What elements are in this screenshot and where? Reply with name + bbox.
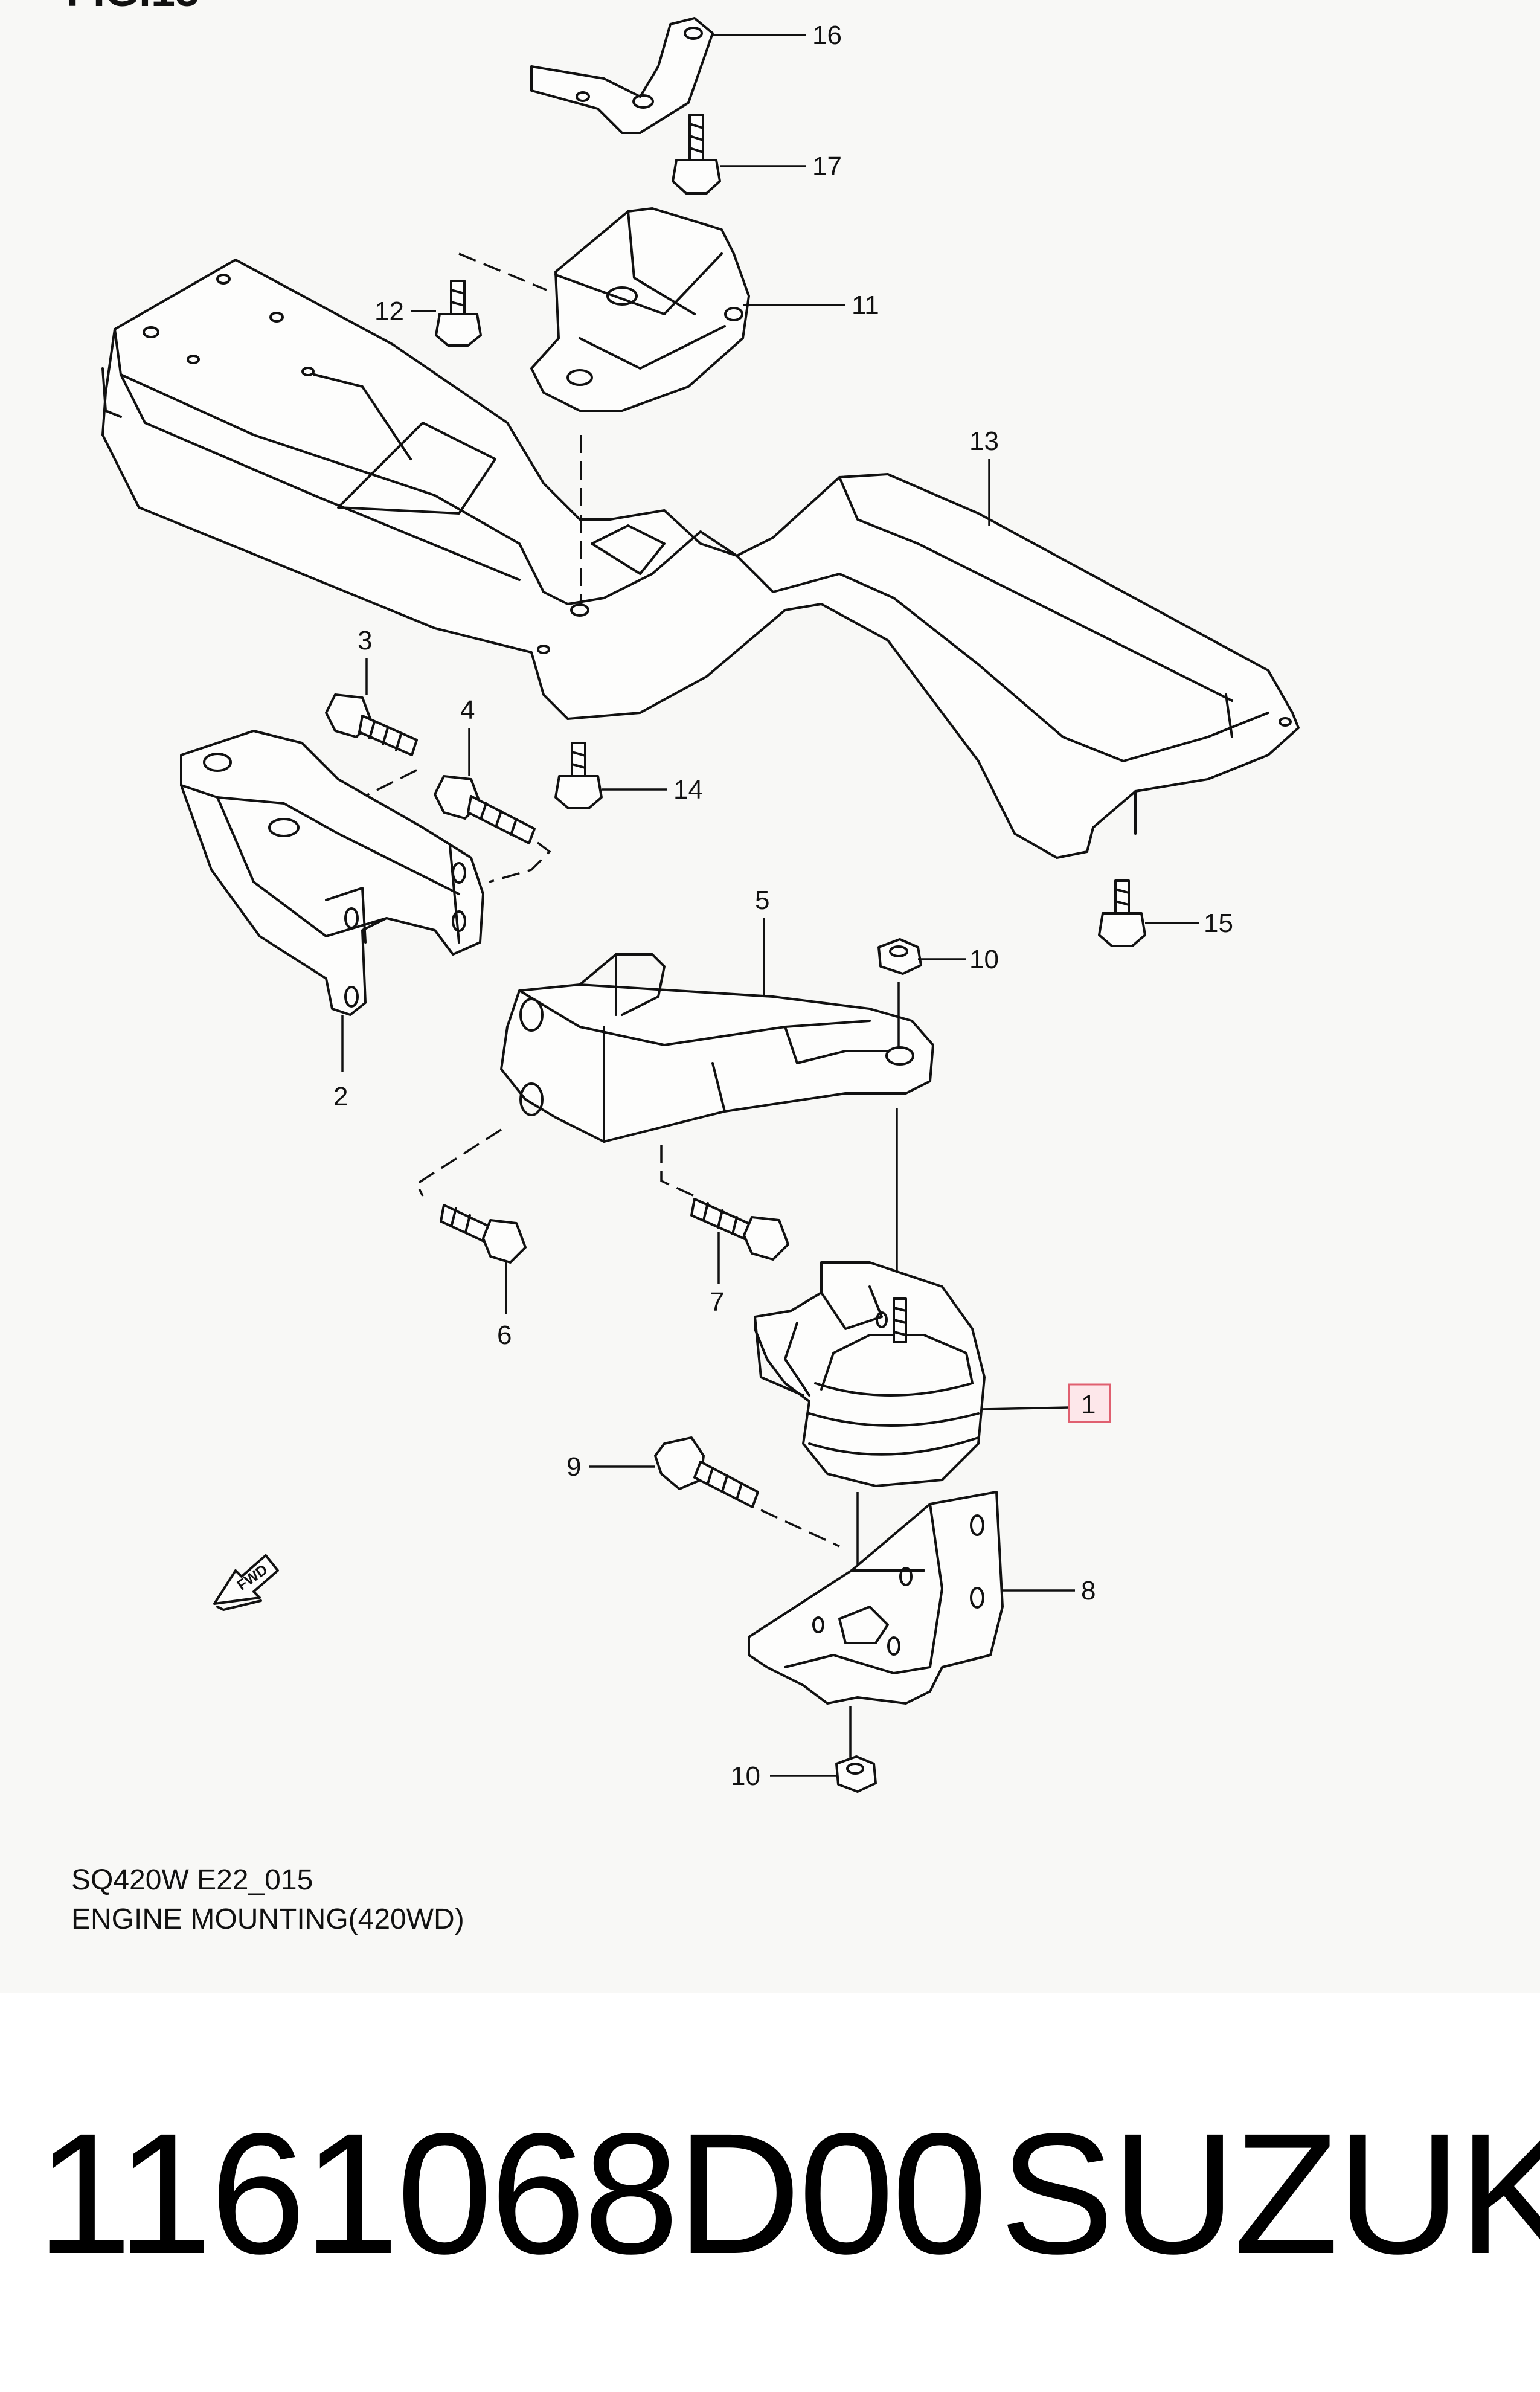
callout-14: 14 [673,775,703,805]
fwd-arrow-icon: FWD [213,1554,279,1611]
callout-12: 12 [374,297,404,326]
part-number: 1161068D00 [36,2098,987,2290]
part-3-bolt[interactable] [325,693,418,756]
figure-label: FIG.15 [66,0,199,16]
part-10-nut-lower[interactable] [835,1755,877,1793]
part-9-bolt[interactable] [654,1436,759,1508]
diagram-title: ENGINE MOUNTING(420WD) [71,1903,464,1935]
part-15-bolt[interactable] [1098,879,1146,947]
part-4-bolt[interactable] [434,775,536,844]
callout-1-highlight [1068,1383,1111,1423]
callout-17: 17 [812,152,842,181]
part-6-bolt[interactable] [440,1204,527,1264]
callout-9: 9 [566,1452,581,1482]
part-13-crossmember[interactable] [101,259,1300,859]
callout-3: 3 [358,626,372,655]
part-5-engine-bracket[interactable] [500,953,934,1143]
callout-10-upper: 10 [969,945,999,974]
part-16-bracket[interactable] [530,17,714,134]
callout-7: 7 [710,1287,724,1317]
callout-5: 5 [755,886,769,915]
part-10-nut-upper[interactable] [877,938,922,975]
part-17-bolt[interactable] [672,114,721,195]
callout-15: 15 [1204,908,1233,938]
callout-1: 1 [1081,1390,1096,1419]
part-2-left-bracket[interactable] [180,730,484,1016]
engine-mounting-diagram: FIG.15 16 17 11 12 [66,0,1300,1793]
callout-4: 4 [460,695,475,725]
callout-11: 11 [852,291,879,320]
callout-6: 6 [497,1320,512,1350]
callout-2: 2 [333,1082,348,1111]
callout-8: 8 [1081,1576,1096,1606]
part-11-rear-mount[interactable] [530,207,750,412]
callout-13: 13 [969,426,999,456]
brand-name: SUZUKI [999,2098,1540,2290]
part-14-bolt[interactable] [554,742,603,809]
callout-10-lower: 10 [731,1761,760,1791]
diagram-code: SQ420W E22_015 [71,1864,313,1896]
part-1-engine-mount[interactable] [754,1261,986,1487]
part-12-bolt[interactable] [435,280,482,347]
part-8-lower-bracket[interactable] [748,1491,1004,1705]
callout-16: 16 [812,21,842,50]
part-7-bolt[interactable] [690,1198,789,1261]
